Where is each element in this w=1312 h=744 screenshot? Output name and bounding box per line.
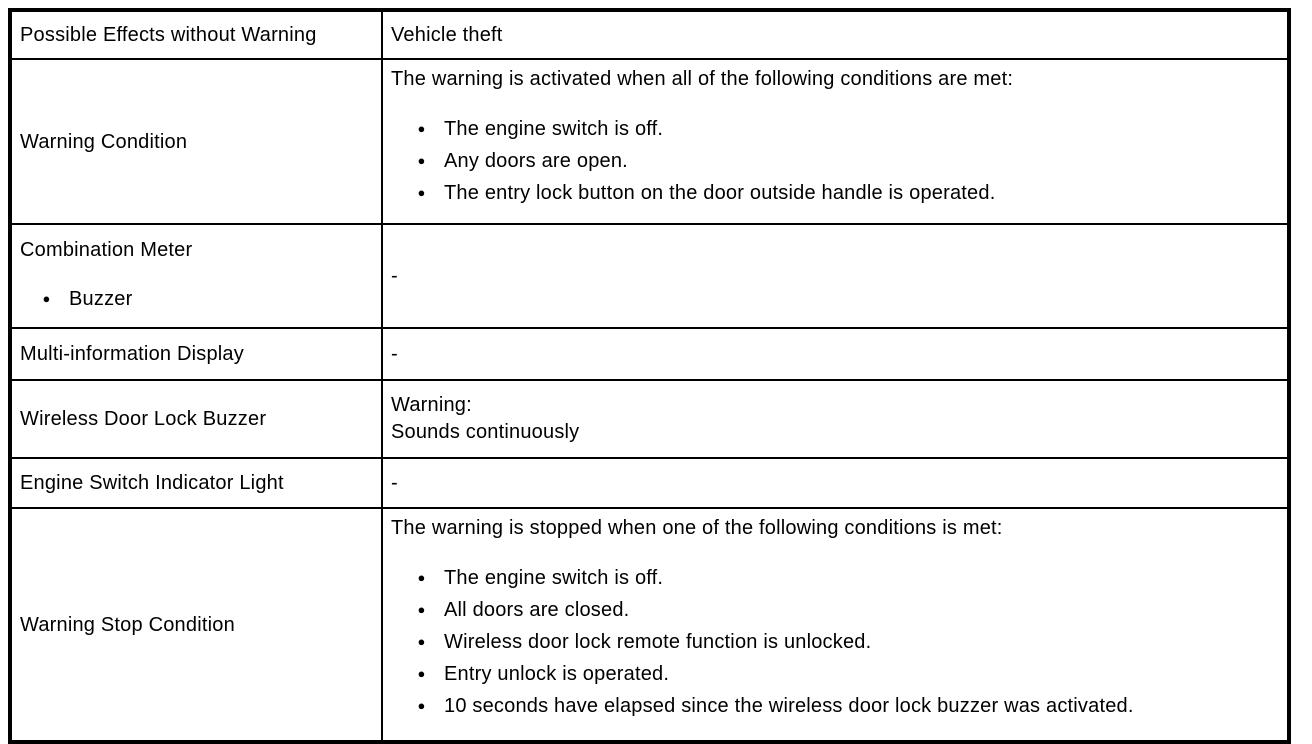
row-value-cell: Vehicle theft [381,9,1290,60]
value-line: The warning is stopped when one of the f… [391,517,1003,539]
table-row: Wireless Door Lock Buzzer Warning: Sounds … [9,379,1290,459]
bullet-icon: ● [417,698,426,713]
label-bullet-text: Buzzer [69,288,133,310]
row-value-cell: - [381,327,1290,381]
list-item: ● The entry lock button on the door outsi… [415,177,1279,209]
list-item: ● All doors are closed. [415,594,1279,626]
row-label-cell: Warning Stop Condition [9,507,383,743]
value-line: - [391,264,398,287]
value-bullet-text: The entry lock button on the door outsid… [444,182,996,204]
row-value-cell: The warning is stopped when one of the f… [381,507,1290,743]
row-label: Warning Condition [20,130,188,153]
row-label: Warning Stop Condition [20,613,235,636]
row-value-cell: - [381,457,1290,509]
table-row: Possible Effects without Warning Vehicle … [9,9,1290,60]
list-item: ● Wireless door lock remote function is u… [415,626,1279,658]
label-bullet-list: ● Buzzer [20,283,373,315]
table-row: Combination Meter ● Buzzer - [9,223,1290,329]
row-label-cell: Possible Effects without Warning [9,9,383,60]
value-bullet-list: ● The engine switch is off. ● Any doors are… [391,113,1279,209]
value-line: Vehicle theft [391,23,503,46]
row-label-cell: Wireless Door Lock Buzzer [9,379,383,459]
bullet-icon: ● [417,570,426,585]
value-bullet-text: The engine switch is off. [444,567,664,589]
row-value-cell: - [381,223,1290,329]
value-bullet-text: The engine switch is off. [444,118,664,140]
list-item: ● The engine switch is off. [415,562,1279,594]
value-line: Warning: [391,394,472,416]
list-item: ● Any doors are open. [415,145,1279,177]
row-label: Engine Switch Indicator Light [20,472,284,494]
row-label: Possible Effects without Warning [20,24,317,46]
row-label: Wireless Door Lock Buzzer [20,408,267,430]
list-item: ● The engine switch is off. [415,113,1279,145]
row-label-cell: Warning Condition [9,58,383,225]
bullet-icon: ● [417,153,426,168]
document-page: Possible Effects without Warning Vehicle … [8,8,1291,744]
bullet-icon: ● [417,602,426,617]
bullet-icon: ● [417,121,426,136]
value-line: - [391,342,398,365]
table-row: Warning Condition The warning is activate… [9,58,1290,225]
value-line: - [391,471,398,494]
value-bullet-text: Any doors are open. [444,150,628,172]
value-bullet-list: ● The engine switch is off. ● All doors are… [391,562,1279,722]
bullet-icon: ● [42,291,51,306]
table-row: Engine Switch Indicator Light - [9,457,1290,509]
table-row: Multi-information Display - [9,327,1290,381]
row-label-cell: Multi-information Display [9,327,383,381]
value-bullet-text: Wireless door lock remote function is un… [444,631,872,653]
bullet-icon: ● [417,634,426,649]
row-value-cell: Warning: Sounds continuously [381,379,1290,459]
table-row: Warning Stop Condition The warning is sto… [9,507,1290,743]
list-item: ● Entry unlock is operated. [415,658,1279,690]
value-line: The warning is activated when all of the… [391,68,1014,90]
value-bullet-text: 10 seconds have elapsed since the wirele… [444,695,1134,717]
value-line: Sounds continuously [391,421,580,443]
list-item: ● 10 seconds have elapsed since the wirel… [415,690,1279,722]
bullet-icon: ● [417,666,426,681]
table-body: Possible Effects without Warning Vehicle … [9,9,1290,743]
row-label: Combination Meter [20,239,193,261]
row-label-cell: Engine Switch Indicator Light [9,457,383,509]
row-value-cell: The warning is activated when all of the… [381,58,1290,225]
value-bullet-text: All doors are closed. [444,599,630,621]
list-item: ● Buzzer [40,283,373,315]
row-label-cell: Combination Meter ● Buzzer [9,223,383,329]
bullet-icon: ● [417,185,426,200]
value-bullet-text: Entry unlock is operated. [444,663,670,685]
document-table: Possible Effects without Warning Vehicle … [8,8,1291,744]
row-label: Multi-information Display [20,343,244,365]
